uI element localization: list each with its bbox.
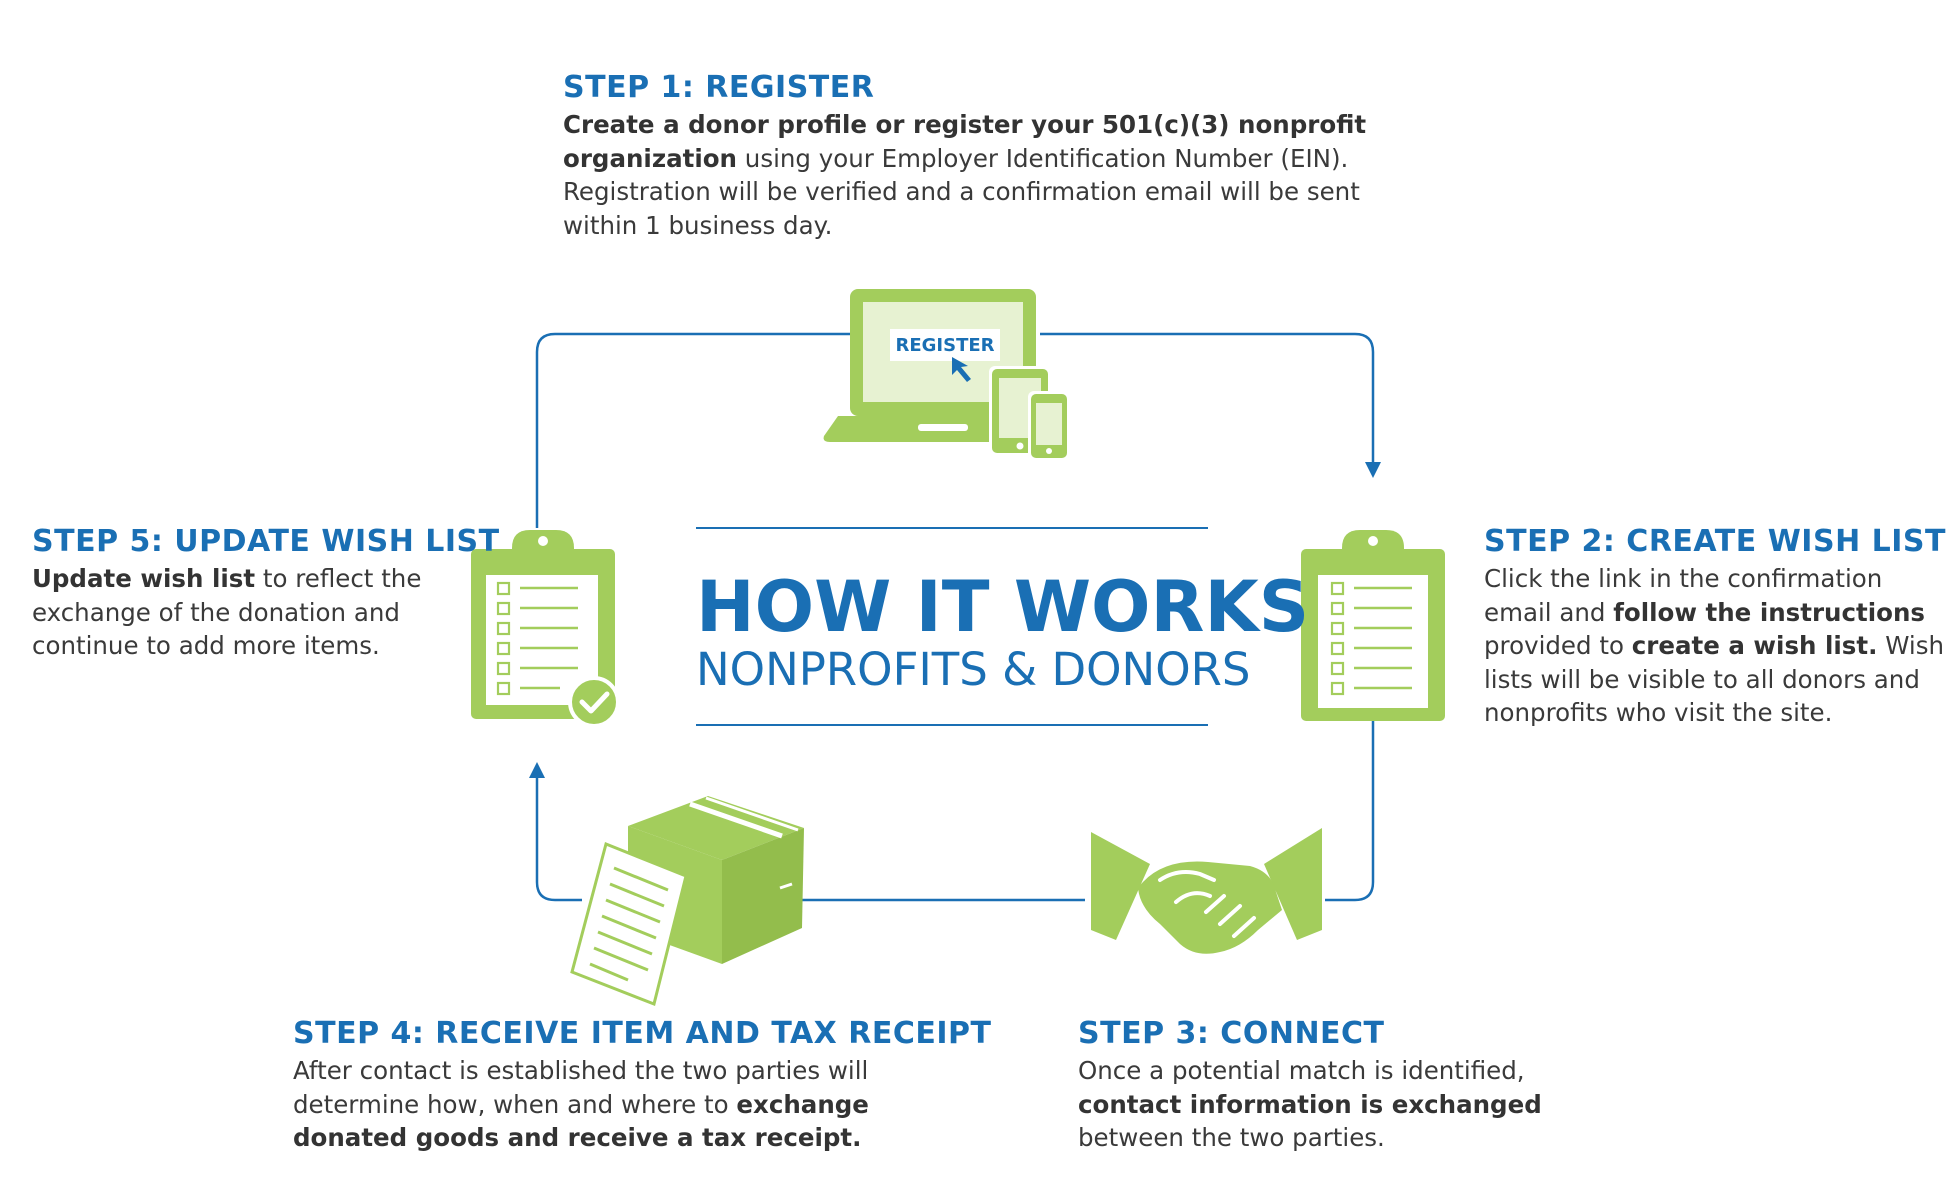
- step-title: STEP 4: RECEIVE ITEM AND TAX RECEIPT: [293, 1016, 992, 1051]
- text: between the two parties.: [1078, 1123, 1385, 1152]
- center-title: HOW IT WORKS: [696, 566, 1310, 648]
- handshake-icon: [1091, 828, 1322, 954]
- bold-text: create a wish list.: [1631, 631, 1878, 660]
- connector-step1-step2: [1040, 332, 1375, 472]
- bold-text: organization: [563, 143, 738, 173]
- clipboard-list-icon: [1301, 530, 1445, 721]
- step-description: Click the link in the confirmation email …: [1484, 562, 1946, 730]
- text: Once a potential match is identified,: [1078, 1056, 1525, 1085]
- description-line: Once a potential match is identified,: [1078, 1054, 1542, 1088]
- text: using your Employer Identification Numbe…: [737, 143, 1349, 173]
- description-line: Update wish list to reflect the: [32, 562, 500, 596]
- step-1-register: STEP 1: REGISTER Create a donor profile …: [563, 70, 1366, 242]
- connector-step5-step1: [535, 332, 852, 528]
- description-line: email and follow the instructions: [1484, 596, 1946, 630]
- description-line: within 1 business day.: [563, 209, 1366, 243]
- bold-text: follow the instructions: [1613, 597, 1925, 627]
- text: to reflect the: [255, 564, 422, 593]
- text: After contact is established the two par…: [293, 1056, 869, 1085]
- clipboard-check-icon: [471, 530, 620, 728]
- description-line: continue to add more items.: [32, 629, 500, 663]
- description-line: Click the link in the confirmation: [1484, 562, 1946, 596]
- divider-bottom: [696, 724, 1208, 726]
- text: Registration will be verified and a conf…: [563, 177, 1360, 206]
- step-title: STEP 1: REGISTER: [563, 70, 875, 105]
- description-line: contact information is exchanged: [1078, 1088, 1542, 1122]
- bold-text: Create a donor profile or register your …: [563, 110, 1367, 139]
- connector-step4-step5: [535, 770, 582, 902]
- text: email and: [1484, 597, 1614, 627]
- text: Click the link in the confirmation: [1484, 564, 1883, 593]
- step-3-connect: STEP 3: CONNECT Once a potential match i…: [1078, 1016, 1542, 1155]
- arrow-up-head: [529, 762, 545, 778]
- text: lists will be visible to all donors and: [1484, 664, 1920, 694]
- description-line: Registration will be verified and a conf…: [563, 175, 1366, 209]
- step-description: Create a donor profile or register your …: [563, 108, 1366, 242]
- step-5-update-wish-list: STEP 5: UPDATE WISH LIST Update wish lis…: [32, 524, 500, 663]
- step-2-create-wish-list: STEP 2: CREATE WISH LIST Click the link …: [1484, 524, 1946, 730]
- text: nonprofits who visit the site.: [1484, 698, 1833, 727]
- description-line: After contact is established the two par…: [293, 1054, 991, 1088]
- text: continue to add more items.: [32, 631, 380, 660]
- bold-text: donated goods and receive a tax receipt.: [293, 1123, 862, 1152]
- description-line: provided to create a wish list. Wish: [1484, 629, 1946, 663]
- how-it-works-heading: HOW IT WORKS NONPROFITS & DONORS: [696, 527, 1310, 727]
- description-line: Create a donor profile or register your …: [563, 108, 1366, 142]
- description-line: lists will be visible to all donors and: [1484, 663, 1946, 697]
- description-line: between the two parties.: [1078, 1121, 1542, 1155]
- step-description: After contact is established the two par…: [293, 1054, 991, 1155]
- center-subtitle: NONPROFITS & DONORS: [696, 643, 1251, 696]
- arrow-down-head: [1365, 462, 1381, 478]
- step-4-receive-item: STEP 4: RECEIVE ITEM AND TAX RECEIPT Aft…: [293, 1016, 991, 1155]
- package-receipt-icon: [570, 796, 804, 1007]
- svg-text:REGISTER: REGISTER: [895, 335, 994, 356]
- step-title: STEP 3: CONNECT: [1078, 1016, 1385, 1051]
- connector-step2-step3: [1325, 720, 1375, 902]
- text: exchange of the donation and: [32, 597, 400, 627]
- step-title: STEP 5: UPDATE WISH LIST: [32, 524, 500, 559]
- bold-text: exchange: [736, 1089, 869, 1119]
- text: Wish: [1877, 631, 1944, 660]
- description-line: organization using your Employer Identif…: [563, 142, 1366, 176]
- bold-text: contact information is exchanged: [1078, 1089, 1542, 1119]
- laptop-devices-icon: REGISTER: [823, 289, 1070, 461]
- description-line: exchange of the donation and: [32, 596, 500, 630]
- description-line: donated goods and receive a tax receipt.: [293, 1121, 991, 1155]
- description-line: nonprofits who visit the site.: [1484, 696, 1946, 730]
- bold-text: Update wish list: [32, 564, 256, 593]
- description-line: determine how, when and where to exchang…: [293, 1088, 991, 1122]
- step-description: Once a potential match is identified, con…: [1078, 1054, 1542, 1155]
- divider-top: [696, 527, 1208, 529]
- text: within 1 business day.: [563, 210, 833, 240]
- text: determine how, when and where to: [293, 1089, 737, 1119]
- step-title: STEP 2: CREATE WISH LIST: [1484, 524, 1946, 559]
- text: provided to: [1484, 631, 1632, 660]
